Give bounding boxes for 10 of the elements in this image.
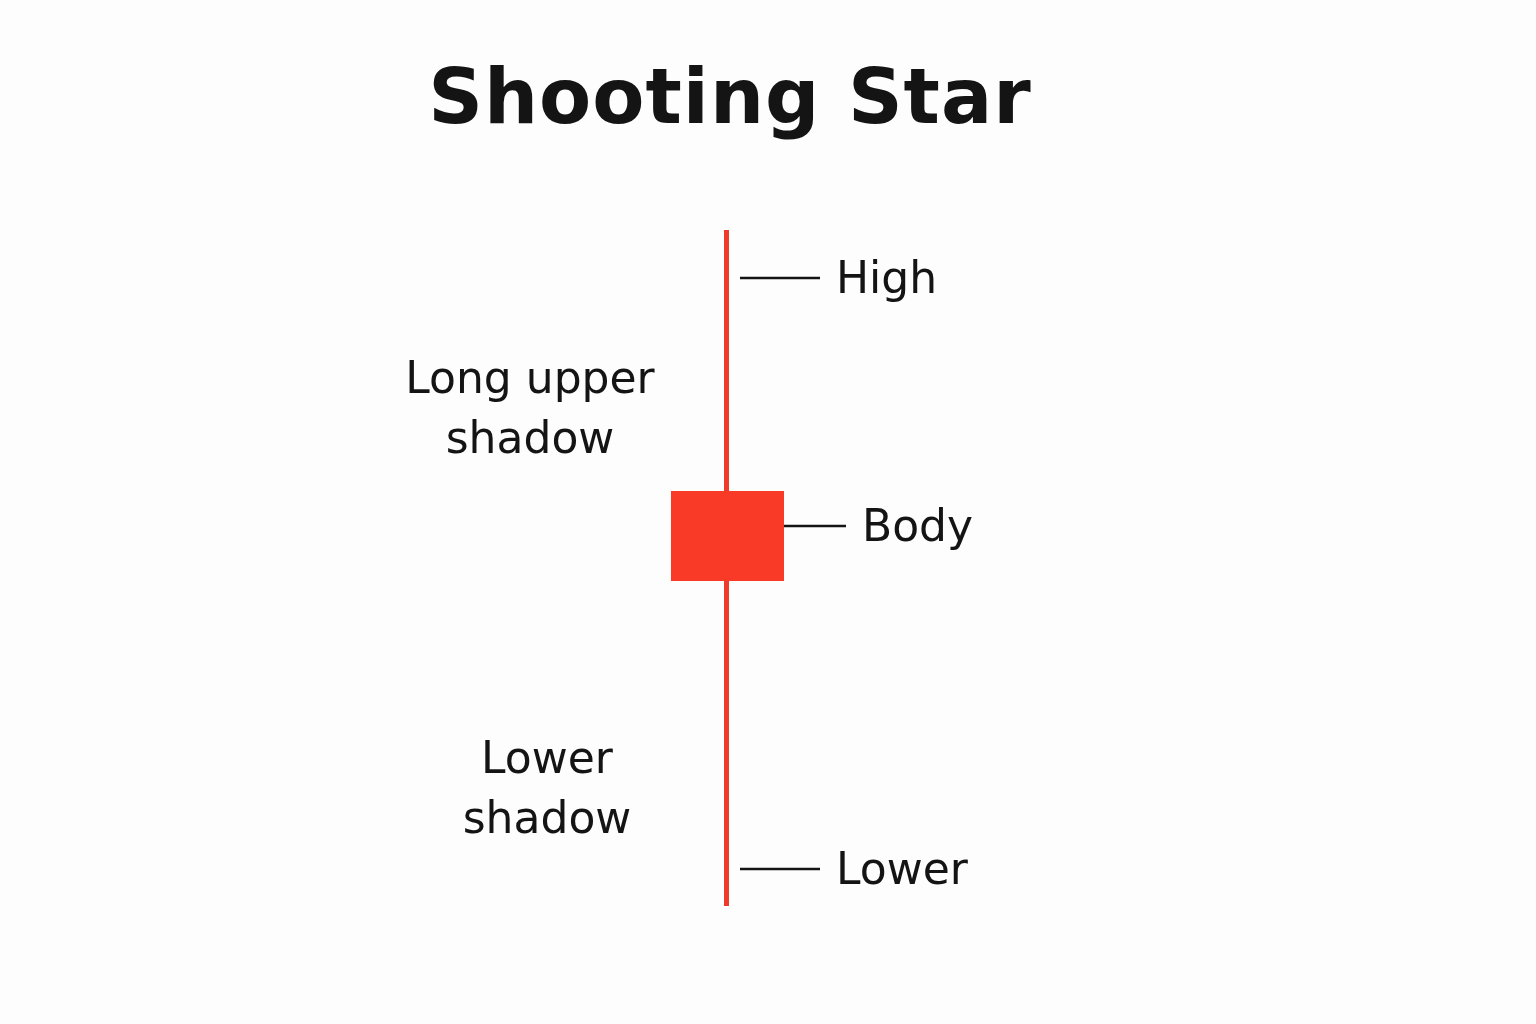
annotation-text: Long upper shadow xyxy=(404,351,656,465)
leader-line xyxy=(740,276,820,280)
annotation-text: Lower shadow xyxy=(461,731,633,845)
part-label: Body xyxy=(862,500,974,552)
leader-line xyxy=(784,524,846,528)
part-label: Lower xyxy=(836,843,968,895)
candle-body xyxy=(671,491,784,581)
part-label: High xyxy=(836,252,938,304)
leader-line xyxy=(740,867,820,871)
title: Shooting Star xyxy=(427,52,1033,141)
